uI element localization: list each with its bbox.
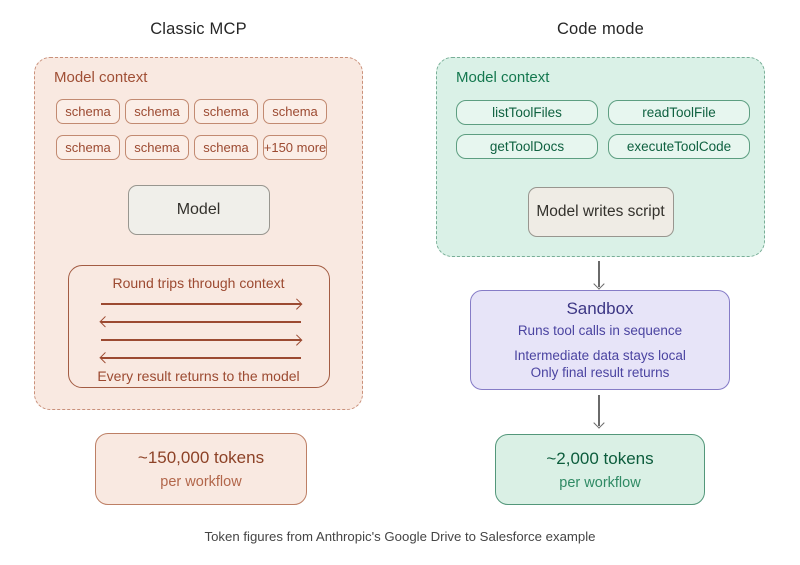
model-box: Model: [127, 185, 270, 235]
classic-model-context-label: Model context: [54, 69, 148, 86]
round-trip-arrows: [100, 295, 301, 367]
schema-chip: schema: [194, 135, 258, 160]
schema-chip: +150 more: [263, 135, 327, 160]
schema-chip: schema: [56, 135, 120, 160]
classic-mcp-title: Classic MCP: [150, 20, 247, 38]
schema-chip: schema: [194, 99, 258, 124]
round-trip-arrow-row: [100, 313, 301, 331]
horizontal-arrow-icon: [100, 339, 301, 341]
horizontal-arrow-icon: [100, 357, 301, 359]
round-trip-arrow-row: [100, 295, 301, 313]
classic-token-box: ~150,000 tokens per workflow: [95, 433, 307, 505]
schema-chip: schema: [263, 99, 327, 124]
schema-chip: schema: [56, 99, 120, 124]
horizontal-arrow-icon: [100, 321, 301, 323]
horizontal-arrow-icon: [100, 303, 301, 305]
schema-chip: schema: [125, 135, 189, 160]
classic-token-unit: per workflow: [160, 474, 242, 490]
caption: Token figures from Anthropic's Google Dr…: [204, 529, 596, 544]
code-model-context-label: Model context: [456, 69, 550, 86]
sandbox-line-3: Only final result returns: [530, 365, 670, 380]
down-arrow-icon: [598, 395, 600, 426]
round-trips-box: Round trips through context Every result…: [67, 265, 330, 388]
round-trips-bottom-label: Every result returns to the model: [97, 368, 300, 384]
code-token-amount: ~2,000 tokens: [546, 448, 654, 468]
schema-chip: schema: [125, 99, 189, 124]
code-token-box: ~2,000 tokens per workflow: [495, 434, 705, 505]
sandbox-line-1: Runs tool calls in sequence: [517, 323, 683, 338]
round-trip-arrow-row: [100, 349, 301, 367]
tool-chip: readToolFile: [608, 100, 750, 125]
sandbox-title: Sandbox: [566, 299, 634, 318]
round-trips-top-label: Round trips through context: [112, 275, 285, 291]
sandbox-line-2: Intermediate data stays local: [514, 348, 686, 363]
down-arrow-icon: [598, 261, 600, 287]
tool-chip: getToolDocs: [456, 134, 598, 159]
model-writes-script-box: Model writes script: [527, 187, 674, 237]
code-token-unit: per workflow: [559, 474, 641, 491]
classic-token-amount: ~150,000 tokens: [137, 448, 265, 467]
code-model-context-container: Model context listToolFiles readToolFile g…: [436, 57, 765, 257]
round-trip-arrow-row: [100, 331, 301, 349]
tool-chip: executeToolCode: [608, 134, 750, 159]
tool-grid: listToolFiles readToolFile getToolDocs exec…: [456, 100, 751, 159]
sandbox-box: Sandbox Runs tool calls in sequence Inte…: [470, 290, 730, 390]
tool-chip: listToolFiles: [456, 100, 598, 125]
code-mode-title: Code mode: [556, 20, 645, 38]
